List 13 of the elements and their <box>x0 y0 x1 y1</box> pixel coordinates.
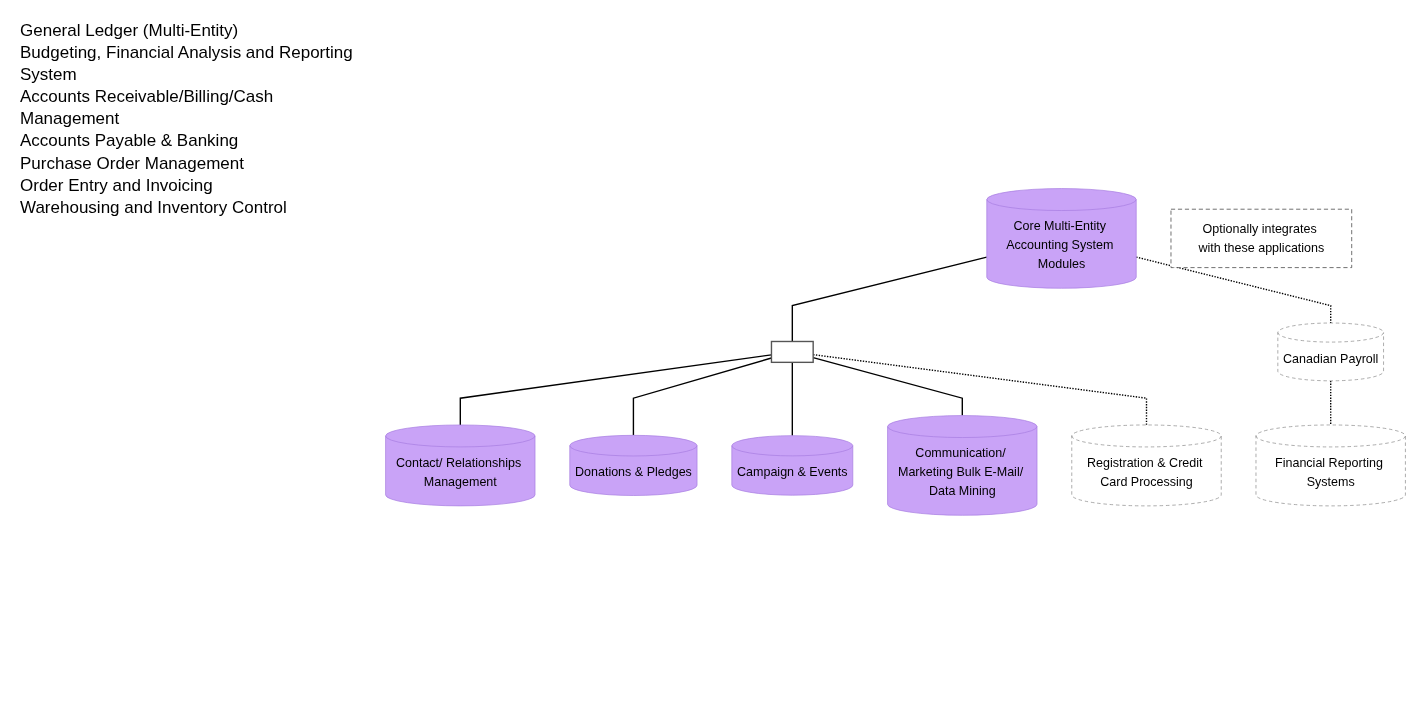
module-list-item: General Ledger (Multi-Entity) <box>20 20 240 42</box>
connector <box>1135 256 1332 324</box>
node-box: Optionally integrates with these applications <box>1170 208 1353 269</box>
module-list-item: Budgeting, Financial Analysis and Reporting System <box>20 42 354 87</box>
module-list-item: Order Entry and Invoicing <box>20 174 214 197</box>
connector <box>791 256 988 343</box>
module-list-item: Accounts Receivable/Billing/Cash Management <box>20 86 275 131</box>
node-box <box>770 340 814 364</box>
module-list-item: Warehousing and Inventory Control <box>20 196 288 219</box>
module-list-item: Accounts Payable & Banking <box>20 130 240 153</box>
connector <box>791 361 793 437</box>
connector <box>1330 380 1332 426</box>
module-list-item: Purchase Order Management <box>20 152 245 175</box>
